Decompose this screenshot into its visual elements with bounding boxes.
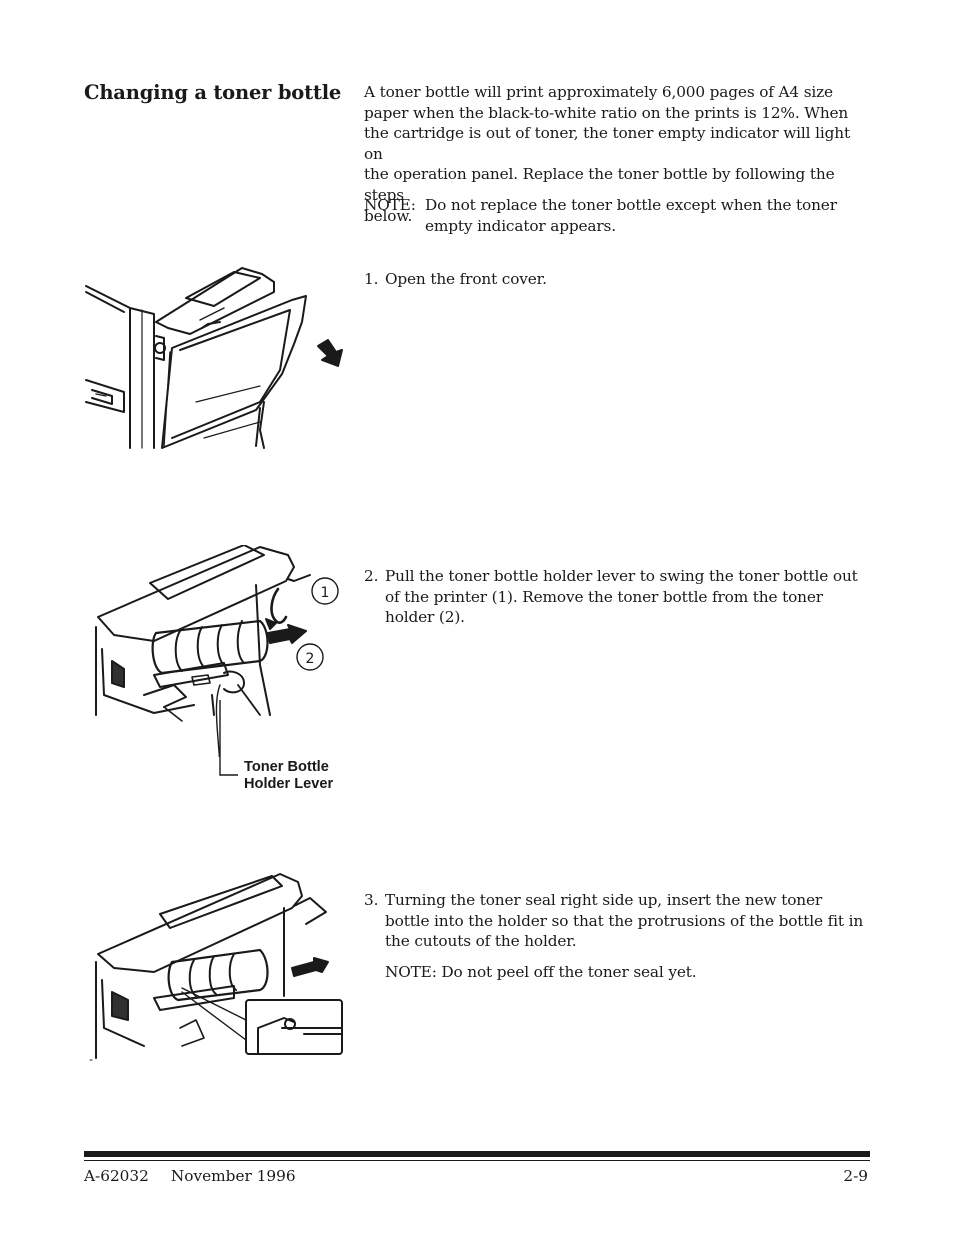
- doc-date: November 1996: [170, 1167, 296, 1185]
- insert-toner-bottle-illustration: [89, 873, 343, 1061]
- step-number: 3.: [364, 891, 379, 909]
- remove-toner-bottle-illustration: 1 2: [95, 545, 339, 757]
- step-line: holder (2).: [385, 608, 465, 627]
- step-line: Turning the toner seal right side up, in…: [385, 891, 823, 909]
- section-title: Changing a toner bottle: [84, 81, 342, 104]
- step-line: Pull the toner bottle holder lever to sw…: [385, 567, 858, 585]
- step-text: Pull the toner bottle holder lever to sw…: [385, 566, 875, 628]
- note-label: NOTE:: [364, 196, 416, 214]
- step-3: 3. Turning the toner seal right side up,…: [364, 890, 870, 986]
- intro-line: the cartridge is out of toner, the toner…: [364, 124, 850, 163]
- footer-rule-thin: [84, 1160, 870, 1161]
- step-1: 1. Open the front cover.: [364, 269, 870, 291]
- label-line: Toner Bottle: [244, 759, 329, 775]
- page-number: 2-9: [843, 1167, 868, 1185]
- footer-doc-info: A-62032 November 1996: [84, 1167, 296, 1185]
- step-line: bottle into the holder so that the protr…: [385, 911, 864, 930]
- toner-bottle-holder-lever-label: Toner Bottle Holder Lever: [244, 759, 333, 793]
- intro-line: below.: [364, 206, 413, 225]
- step-number: 1.: [364, 270, 379, 288]
- step-number: 2.: [364, 567, 379, 585]
- step-line: the cutouts of the holder.: [385, 932, 577, 951]
- intro-line: the operation panel. Replace the toner b…: [364, 165, 835, 204]
- label-line: Holder Lever: [244, 776, 334, 792]
- lever-leader-line: [219, 700, 238, 776]
- step-2: 2. Pull the toner bottle holder lever to…: [364, 566, 870, 630]
- intro-line: paper when the black-to-white ratio on t…: [364, 103, 849, 122]
- intro-paragraph: A toner bottle will print approximately …: [364, 82, 870, 226]
- callout-1: 1: [321, 585, 330, 601]
- step-note: NOTE: Do not peel off the toner seal yet…: [385, 962, 697, 981]
- step-text: Turning the toner seal right side up, in…: [385, 890, 875, 982]
- open-front-cover-illustration: [85, 267, 343, 449]
- intro-line: A toner bottle will print approximately …: [364, 83, 833, 101]
- footer-rule-thick: [84, 1151, 870, 1157]
- doc-number: A-62032: [84, 1167, 149, 1185]
- note-replace: NOTE: Do not replace the toner bottle ex…: [364, 195, 870, 237]
- callout-2: 2: [306, 651, 315, 667]
- note-line: Do not replace the toner bottle except w…: [425, 196, 837, 214]
- step-line: of the printer (1). Remove the toner bot…: [385, 587, 823, 606]
- note-line: empty indicator appears.: [425, 217, 616, 235]
- step-text: Open the front cover.: [385, 270, 547, 288]
